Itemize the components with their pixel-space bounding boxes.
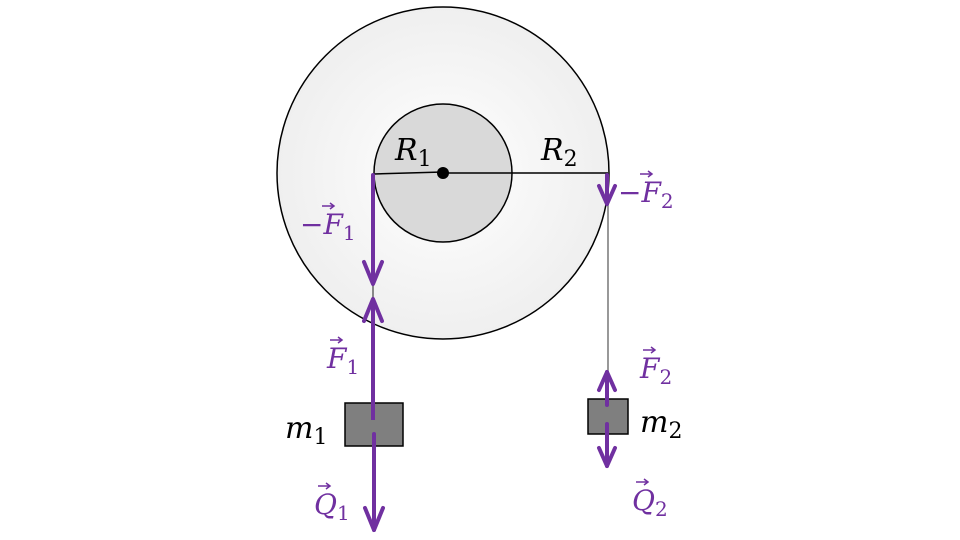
vector-accent-icon <box>330 336 344 344</box>
axle-dot <box>437 167 449 179</box>
label-f2: F2 <box>639 352 672 389</box>
label-r2: R2 <box>540 133 578 172</box>
label-m2: m2 <box>640 405 682 444</box>
force-q1-arrow <box>363 432 385 532</box>
label-f1: F1 <box>326 342 359 379</box>
label-minus-f2: −F2 <box>618 176 674 213</box>
label-m1: m1 <box>285 411 327 450</box>
radius-r1-line <box>373 171 444 175</box>
label-minus-f1: −F1 <box>300 208 356 245</box>
force-minus-f2-arrow <box>597 173 617 206</box>
force-q2-arrow <box>597 422 617 468</box>
force-f2-arrow <box>597 370 617 407</box>
vector-accent-icon <box>318 482 332 490</box>
label-r1: R1 <box>394 133 432 172</box>
label-q1: Q1 <box>314 488 350 525</box>
force-minus-f1-arrow <box>362 173 384 286</box>
vector-accent-icon <box>640 170 654 178</box>
vector-accent-icon <box>636 478 650 486</box>
vector-accent-icon <box>322 202 336 210</box>
vector-accent-icon <box>643 346 657 354</box>
vector-accents <box>318 170 657 490</box>
label-q2: Q2 <box>632 484 668 521</box>
